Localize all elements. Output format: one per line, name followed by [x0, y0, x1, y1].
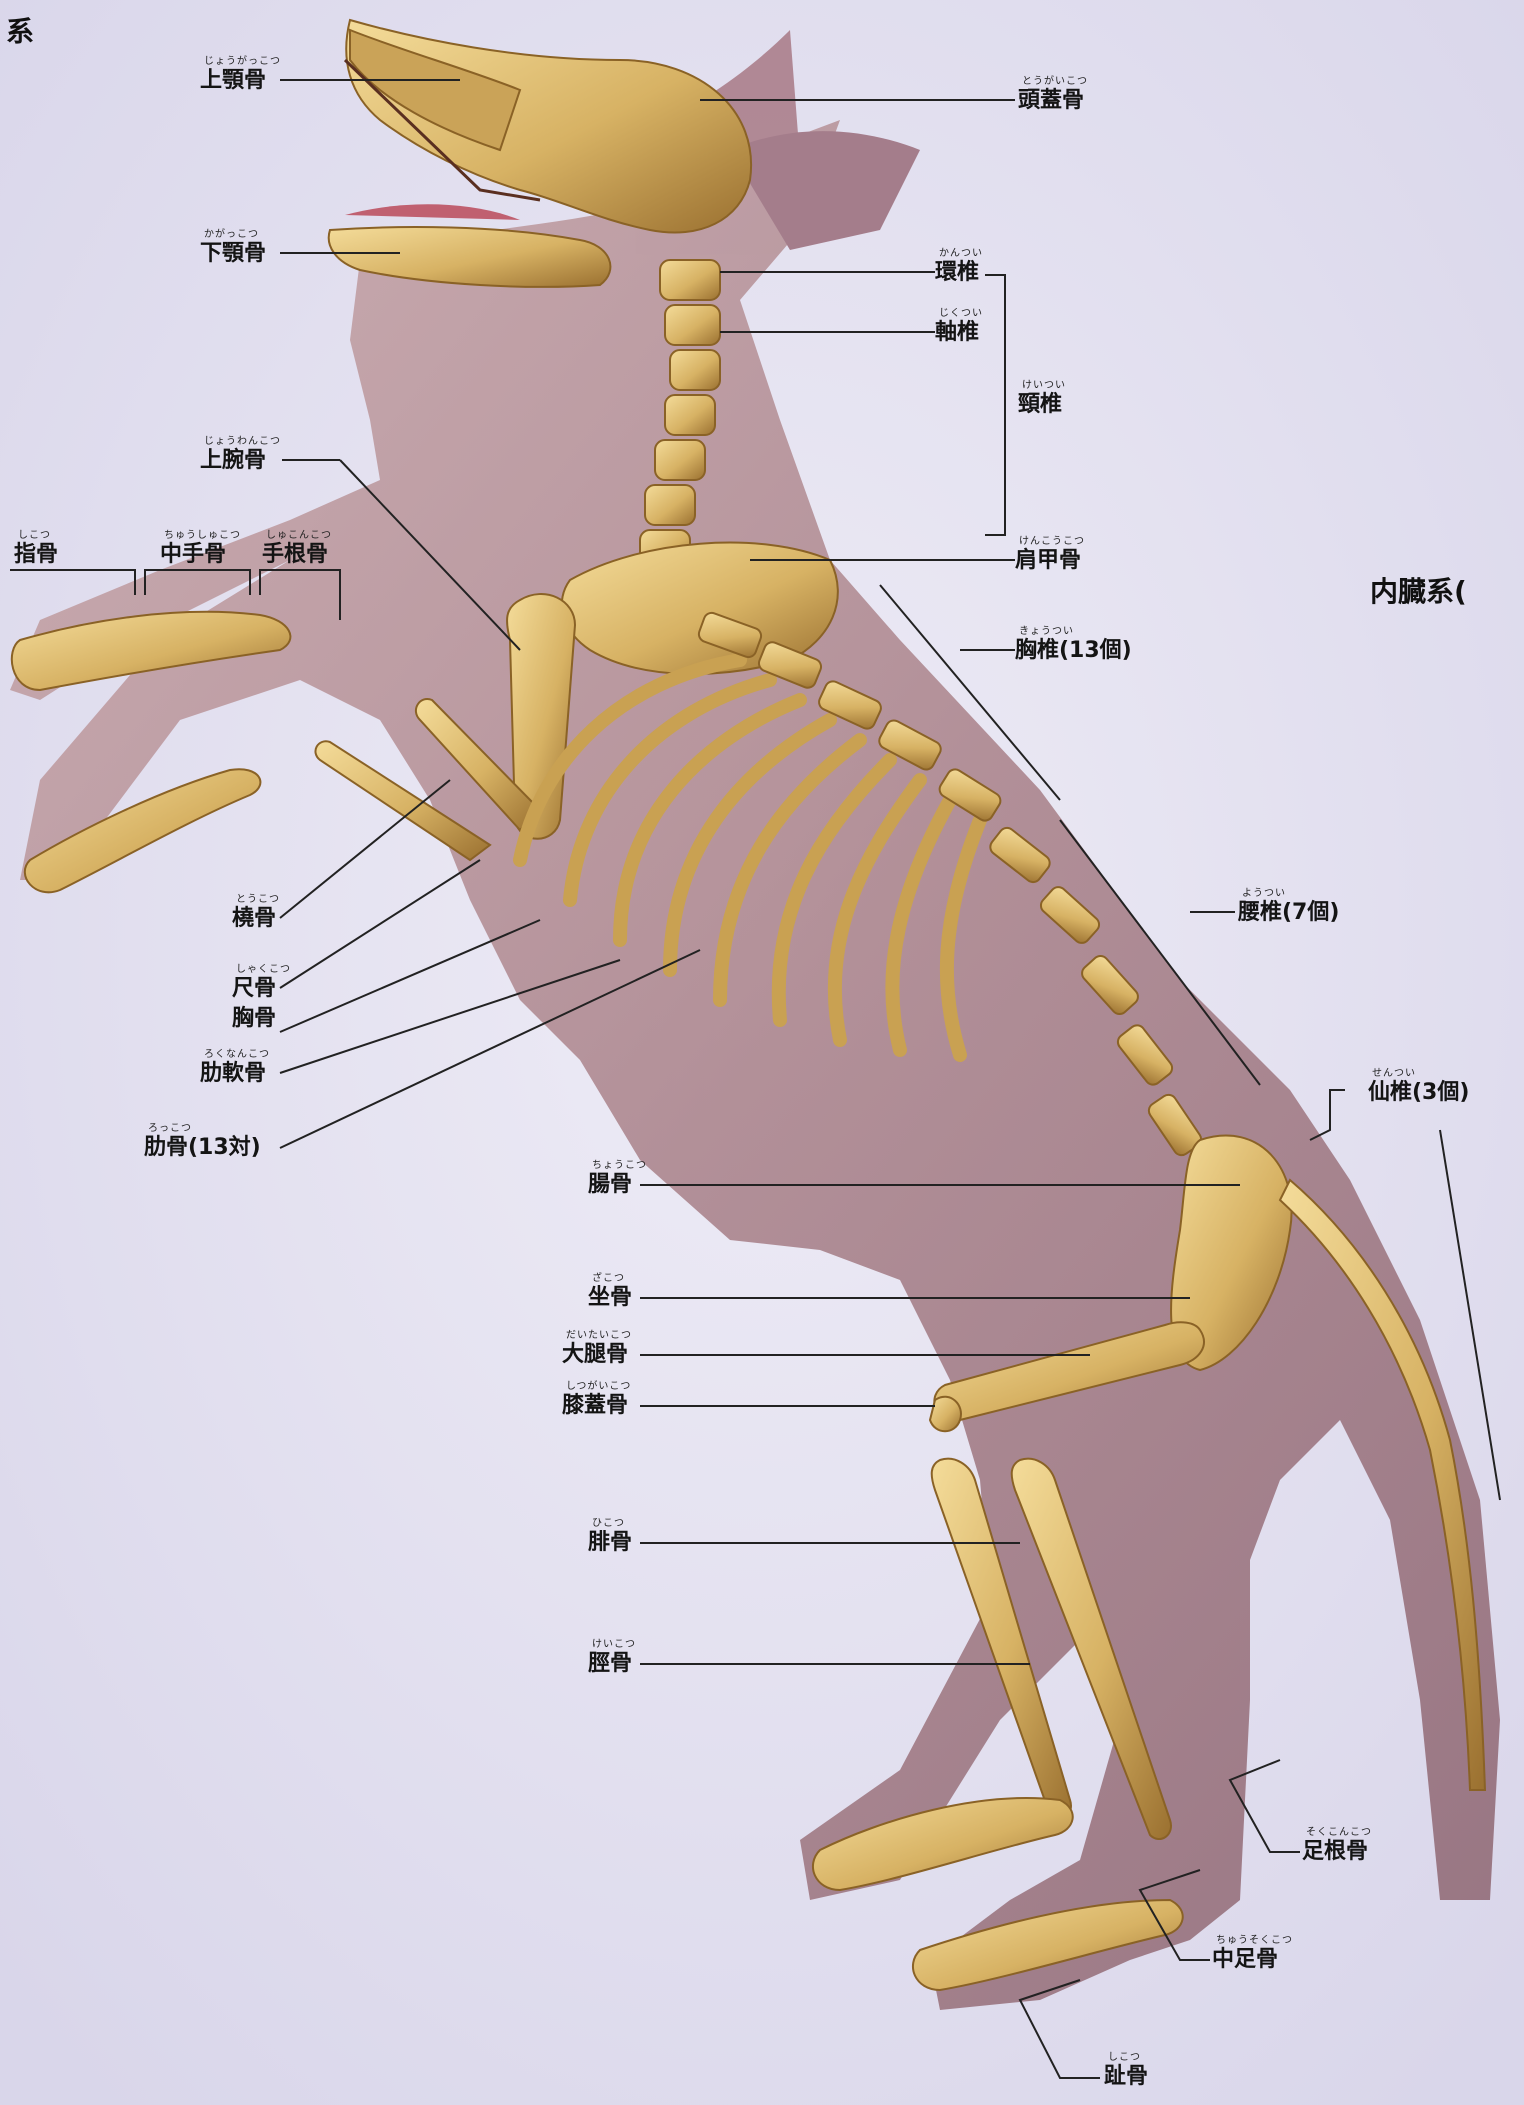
label-humerus-ruby: じょうわんこつ [200, 436, 281, 448]
label-phalanges-front-ruby: しこつ [14, 530, 58, 542]
label-ribs-ruby: ろっこつ [144, 1123, 261, 1135]
label-ribs-text: 肋骨(13対) [144, 1135, 261, 1161]
label-skull-text: 頭蓋骨 [1018, 88, 1088, 114]
label-mandible-text: 下顎骨 [200, 241, 266, 267]
label-ischium-text: 坐骨 [588, 1285, 632, 1311]
label-skull-ruby: とうがいこつ [1018, 76, 1088, 88]
label-lumbar-ruby: ようつい [1238, 888, 1339, 900]
label-metacarpal-ruby: ちゅうしゅこつ [160, 530, 241, 542]
label-thoracic-text: 胸椎(13個) [1015, 638, 1132, 664]
label-ulna-ruby: しゃくこつ [232, 964, 291, 976]
label-scapula: けんこうこつ 肩甲骨 [1015, 536, 1085, 574]
label-cervical: けいつい 頸椎 [1018, 380, 1066, 418]
label-ulna: しゃくこつ 尺骨 [232, 964, 291, 1002]
label-femur-ruby: だいたいこつ [562, 1330, 632, 1342]
corner-title-right: 内臓系( [1370, 570, 1467, 610]
label-fibula-ruby: ひこつ [588, 1518, 632, 1530]
label-humerus: じょうわんこつ 上腕骨 [200, 436, 281, 474]
label-axis-ruby: じくつい [935, 308, 983, 320]
label-axis-text: 軸椎 [935, 320, 983, 346]
label-tarsal: そくこんこつ 足根骨 [1302, 1827, 1372, 1865]
label-carpal-ruby: しゅこんこつ [262, 530, 332, 542]
label-femur: だいたいこつ 大腿骨 [562, 1330, 632, 1368]
label-sternum: 胸骨 [232, 1006, 276, 1032]
label-tibia-text: 脛骨 [588, 1651, 636, 1677]
label-costal-cartilage-text: 肋軟骨 [200, 1061, 270, 1087]
label-atlas-text: 環椎 [935, 260, 983, 286]
label-scapula-text: 肩甲骨 [1015, 548, 1085, 574]
label-maxilla-ruby: じょうがっこつ [200, 56, 281, 68]
label-axis: じくつい 軸椎 [935, 308, 983, 346]
label-humerus-text: 上腕骨 [200, 448, 281, 474]
label-ulna-text: 尺骨 [232, 976, 291, 1002]
label-ischium-ruby: ざこつ [588, 1273, 632, 1285]
label-metatarsal-text: 中足骨 [1212, 1947, 1293, 1973]
label-metacarpal: ちゅうしゅこつ 中手骨 [160, 530, 241, 568]
label-metatarsal: ちゅうそくこつ 中足骨 [1212, 1935, 1293, 1973]
label-cervical-ruby: けいつい [1018, 380, 1066, 392]
label-patella: しつがいこつ 膝蓋骨 [562, 1381, 631, 1419]
label-fibula-text: 腓骨 [588, 1530, 632, 1556]
label-costal-cartilage-ruby: ろくなんこつ [200, 1049, 270, 1061]
label-lumbar-text: 腰椎(7個) [1238, 900, 1339, 926]
label-thoracic-ruby: きょうつい [1015, 626, 1132, 638]
label-phalanges-hind-text: 趾骨 [1104, 2064, 1148, 2090]
label-radius-text: 橈骨 [232, 906, 280, 932]
label-radius: とうこつ 橈骨 [232, 894, 280, 932]
label-fibula: ひこつ 腓骨 [588, 1518, 632, 1556]
label-ilium-text: 腸骨 [588, 1172, 647, 1198]
label-scapula-ruby: けんこうこつ [1015, 536, 1085, 548]
label-femur-text: 大腿骨 [562, 1342, 632, 1368]
label-phalanges-hind: しこつ 趾骨 [1104, 2052, 1148, 2090]
label-lumbar: ようつい 腰椎(7個) [1238, 888, 1339, 926]
label-metacarpal-text: 中手骨 [160, 542, 241, 568]
label-tarsal-ruby: そくこんこつ [1302, 1827, 1372, 1839]
label-sternum-text: 胸骨 [232, 1006, 276, 1032]
label-ilium-ruby: ちょうこつ [588, 1160, 647, 1172]
label-ischium: ざこつ 坐骨 [588, 1273, 632, 1311]
corner-title-left: 系 [6, 10, 34, 50]
patella-bone [930, 1397, 961, 1431]
label-tibia: けいこつ 脛骨 [588, 1639, 636, 1677]
label-cervical-text: 頸椎 [1018, 392, 1066, 418]
label-sacrum-ruby: せんつい [1368, 1068, 1469, 1080]
label-thoracic: きょうつい 胸椎(13個) [1015, 626, 1132, 664]
label-sacrum: せんつい 仙椎(3個) [1368, 1068, 1469, 1106]
label-carpal-text: 手根骨 [262, 542, 332, 568]
label-atlas: かんつい 環椎 [935, 248, 983, 286]
label-atlas-ruby: かんつい [935, 248, 983, 260]
label-ribs: ろっこつ 肋骨(13対) [144, 1123, 261, 1161]
label-costal-cartilage: ろくなんこつ 肋軟骨 [200, 1049, 270, 1087]
label-mandible: かがっこつ 下顎骨 [200, 229, 266, 267]
label-mandible-ruby: かがっこつ [200, 229, 266, 241]
label-ilium: ちょうこつ 腸骨 [588, 1160, 647, 1198]
label-skull: とうがいこつ 頭蓋骨 [1018, 76, 1088, 114]
label-patella-ruby: しつがいこつ [562, 1381, 631, 1393]
label-maxilla-text: 上顎骨 [200, 68, 281, 94]
label-sacrum-text: 仙椎(3個) [1368, 1080, 1469, 1106]
label-radius-ruby: とうこつ [232, 894, 280, 906]
label-maxilla: じょうがっこつ 上顎骨 [200, 56, 281, 94]
label-metatarsal-ruby: ちゅうそくこつ [1212, 1935, 1293, 1947]
label-tibia-ruby: けいこつ [588, 1639, 636, 1651]
label-carpal: しゅこんこつ 手根骨 [262, 530, 332, 568]
label-tarsal-text: 足根骨 [1302, 1839, 1372, 1865]
label-phalanges-hind-ruby: しこつ [1104, 2052, 1148, 2064]
label-patella-text: 膝蓋骨 [562, 1393, 631, 1419]
label-phalanges-front: しこつ 指骨 [14, 530, 58, 568]
label-phalanges-front-text: 指骨 [14, 542, 58, 568]
